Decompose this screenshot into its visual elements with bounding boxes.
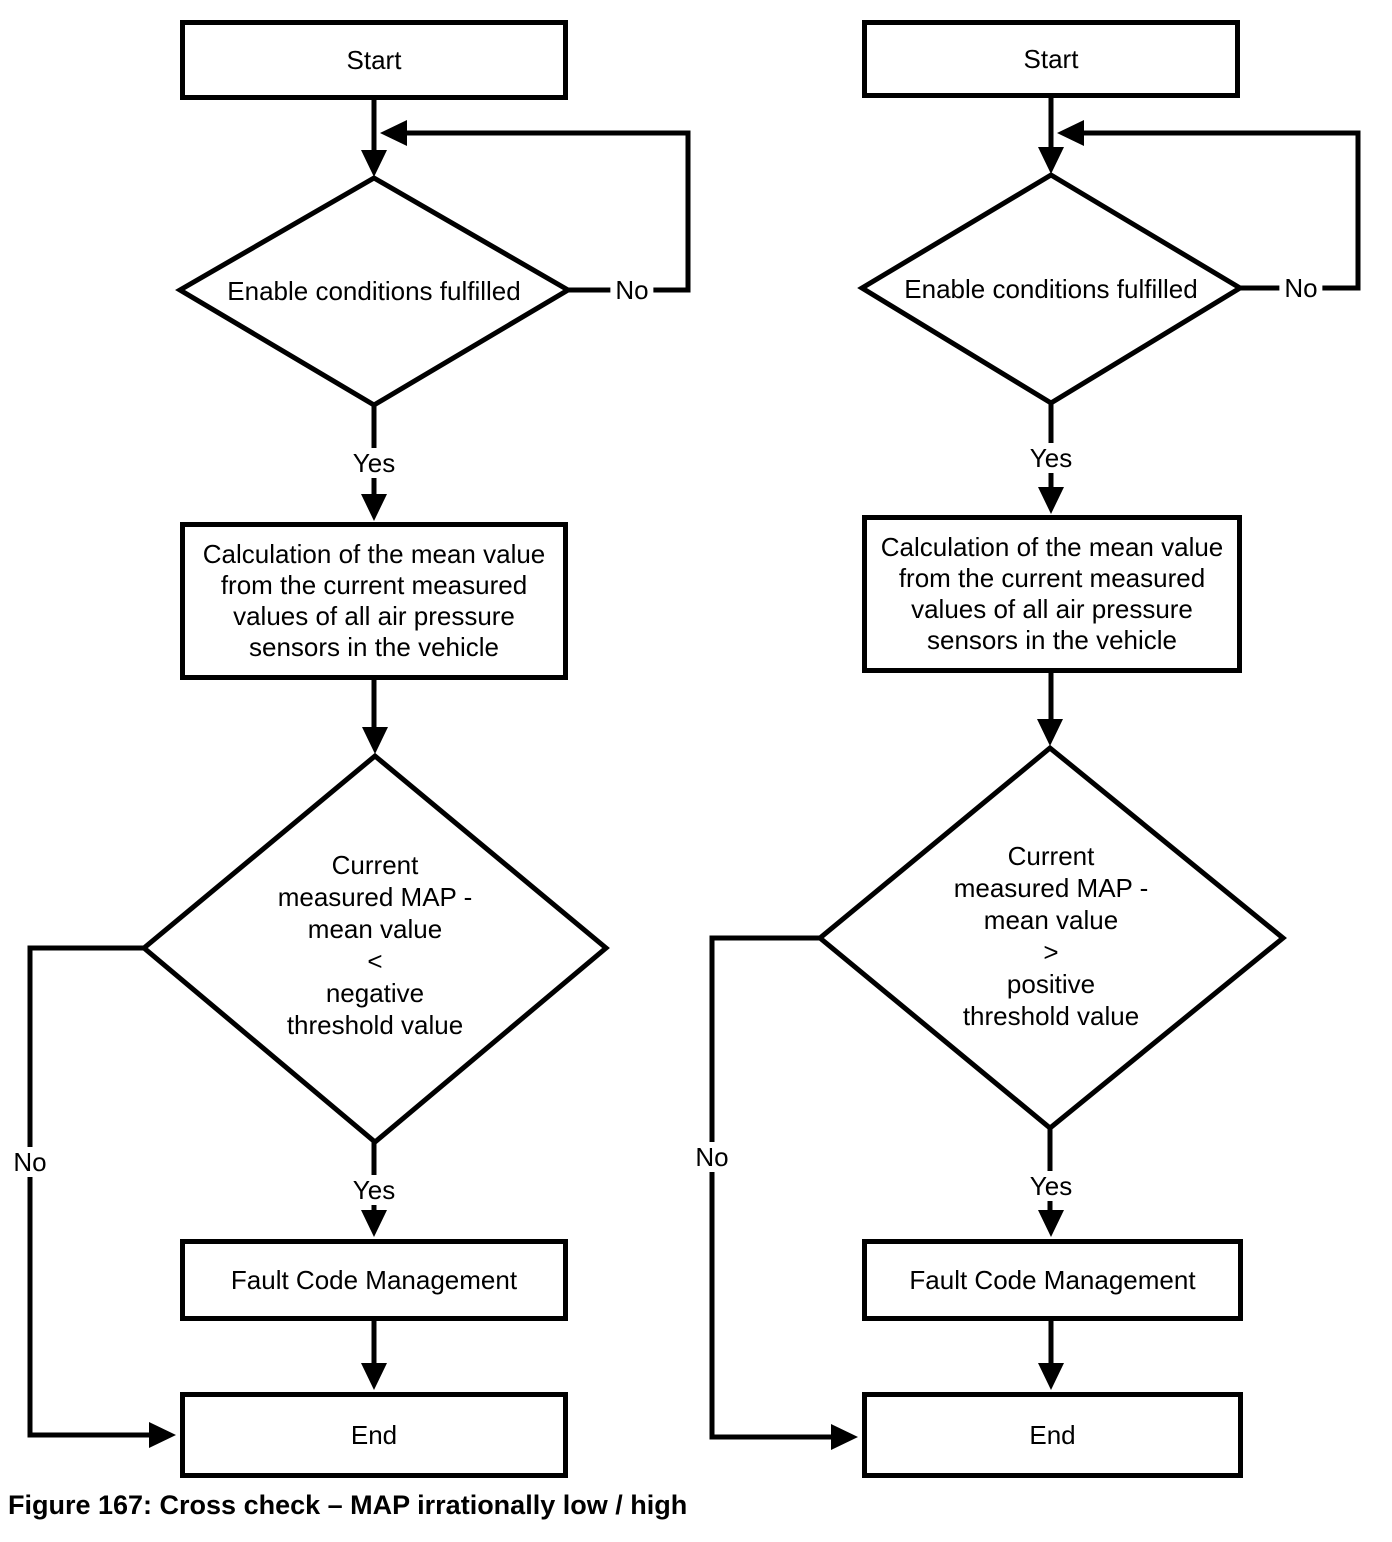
decision-text-line: Enable conditions fulfilled xyxy=(227,276,521,306)
arrowhead-down xyxy=(362,727,388,754)
calc-mean-process-node: Calculation of the mean value from the c… xyxy=(862,515,1242,673)
decision-text-line: < xyxy=(367,946,383,976)
arrowhead-right xyxy=(149,1422,176,1448)
decision2-no-line xyxy=(709,935,831,1440)
enable-conditions-decision-text: Enable conditions fulfilled xyxy=(862,273,1240,305)
yes-label: Yes xyxy=(347,1175,401,1205)
calc-mean-process-node: Calculation of the mean value from the c… xyxy=(180,522,568,680)
decision-text-line: mean value xyxy=(983,905,1119,935)
fault-code-management-node: Fault Code Management xyxy=(862,1239,1243,1321)
arrowhead-down xyxy=(1038,487,1064,514)
no-loopback-line xyxy=(1084,130,1361,291)
process-text-line: from the current measured xyxy=(898,563,1206,593)
yes-label: Yes xyxy=(1024,1171,1078,1201)
process-text-line: Calculation of the mean value xyxy=(202,539,546,569)
enable-conditions-decision-text: Enable conditions fulfilled xyxy=(180,275,568,307)
fault-code-management-node: Fault Code Management xyxy=(180,1239,568,1321)
arrowhead-down xyxy=(1038,147,1064,174)
decision2-no-line xyxy=(27,945,149,1438)
arrowhead-down xyxy=(361,150,387,177)
process-text-line: values of all air pressure xyxy=(233,601,515,631)
decision-text-line: measured MAP - xyxy=(953,873,1149,903)
arrowhead-down xyxy=(1038,1210,1064,1237)
no-label: No xyxy=(1279,273,1323,303)
process-text-line: Calculation of the mean value xyxy=(880,532,1224,562)
decision-text-line: Current xyxy=(331,850,419,880)
process-text-line: sensors in the vehicle xyxy=(248,632,500,662)
decision-text-line: > xyxy=(1043,937,1059,967)
process-text-line: values of all air pressure xyxy=(911,594,1193,624)
no-label: No xyxy=(8,1147,52,1177)
yes-label: Yes xyxy=(347,448,401,478)
end-node: End xyxy=(862,1392,1243,1478)
process-text-line: from the current measured xyxy=(220,570,528,600)
figure-caption: Figure 167: Cross check – MAP irrational… xyxy=(8,1490,688,1520)
threshold-decision-text: Current measured MAP - mean value < nega… xyxy=(175,849,575,1041)
decision-text-line: measured MAP - xyxy=(277,882,473,912)
no-loopback-line xyxy=(407,130,691,293)
arrowhead-down xyxy=(361,494,387,521)
arrowhead-down xyxy=(361,1363,387,1390)
arrowhead-down xyxy=(1038,1363,1064,1390)
decision-text-line: Enable conditions fulfilled xyxy=(904,274,1198,304)
arrowhead-down xyxy=(361,1210,387,1237)
arrowhead-down xyxy=(1037,719,1063,746)
decision-text-line: negative xyxy=(325,978,425,1008)
decision-text-line: Current xyxy=(1007,841,1095,871)
end-node: End xyxy=(180,1392,568,1478)
decision-text-line: threshold value xyxy=(286,1010,464,1040)
arrowhead-right xyxy=(831,1424,858,1450)
yes-label: Yes xyxy=(1024,443,1078,473)
arrowhead-left xyxy=(1057,120,1084,146)
no-label: No xyxy=(610,275,654,305)
start-node: Start xyxy=(862,20,1240,98)
threshold-decision-text: Current measured MAP - mean value > posi… xyxy=(851,840,1251,1032)
arrowhead-left xyxy=(380,120,407,146)
decision-text-line: positive xyxy=(1006,969,1096,999)
decision-text-line: threshold value xyxy=(962,1001,1140,1031)
start-node: Start xyxy=(180,20,568,100)
decision-text-line: mean value xyxy=(307,914,443,944)
process-text-line: sensors in the vehicle xyxy=(926,625,1178,655)
no-label: No xyxy=(690,1142,734,1172)
